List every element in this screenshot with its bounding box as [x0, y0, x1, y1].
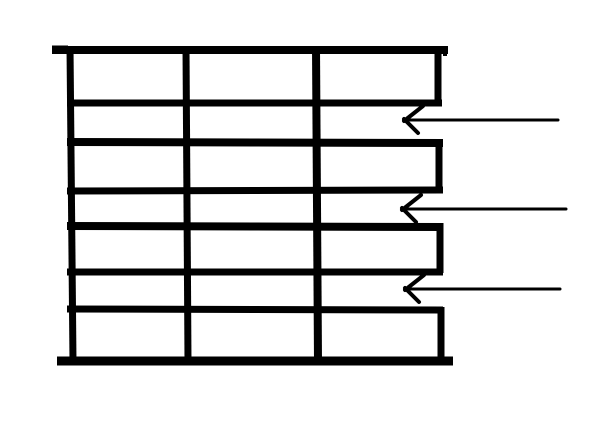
column-divider-1 — [182, 47, 192, 362]
shelf-line-3 — [66, 186, 444, 195]
shelf-line-4 — [66, 222, 444, 231]
slot-arrow-1-head-upper — [402, 104, 425, 123]
slot-arrow-3-head-lower — [403, 286, 421, 304]
shelf-line-2 — [66, 138, 444, 147]
shelf-line-6 — [66, 305, 444, 314]
left-rail — [66, 46, 77, 363]
slot-arrow-2-head-lower — [400, 206, 418, 224]
slot-arrow-3-head-upper — [403, 273, 426, 292]
slot-arrow-1-head-lower — [402, 117, 420, 135]
slot-arrow-2-head-upper — [400, 193, 423, 212]
column-divider-2 — [312, 47, 322, 362]
